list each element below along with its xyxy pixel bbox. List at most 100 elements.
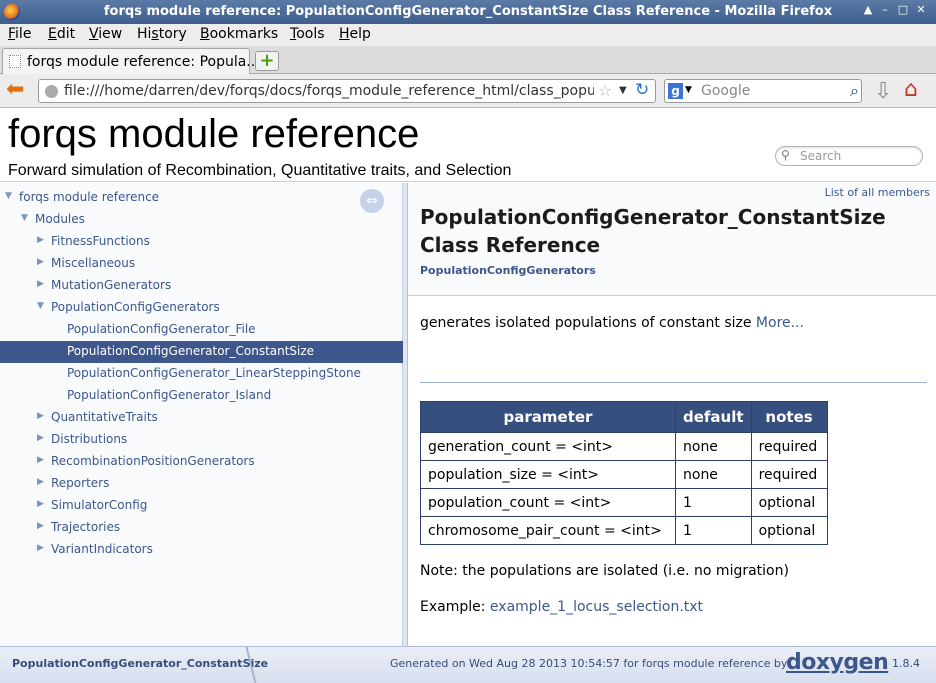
tree-item-label[interactable]: Miscellaneous xyxy=(51,256,136,270)
google-engine-icon[interactable]: g xyxy=(668,83,683,99)
close-icon[interactable]: ✕ xyxy=(916,3,926,16)
tree-item-label[interactable]: PopulationConfigGenerator_LinearStepping… xyxy=(67,366,361,380)
collapsed-arrow-icon[interactable]: ▶ xyxy=(37,521,44,531)
tree-item-label[interactable]: FitnessFunctions xyxy=(51,234,150,248)
tree-item[interactable]: ▼ Modules xyxy=(0,209,403,231)
web-search-box[interactable]: g ▼ Google ⌕ xyxy=(664,79,862,103)
tree-item-label[interactable]: VariantIndicators xyxy=(51,542,153,556)
tree-item[interactable]: ▶ Reporters xyxy=(0,473,403,495)
tree-item-label[interactable]: Distributions xyxy=(51,432,128,446)
menu-bookmarks-label: ookmarks xyxy=(209,26,279,42)
generated-text: Generated on Wed Aug 28 2013 10:54:57 fo… xyxy=(390,657,788,670)
collapsed-arrow-icon[interactable]: ▶ xyxy=(37,477,44,487)
menu-help-key: H xyxy=(339,26,350,42)
collapsed-arrow-icon[interactable]: ▶ xyxy=(37,235,44,245)
nav-splitter[interactable] xyxy=(403,183,408,646)
site-identity-icon[interactable] xyxy=(45,85,58,98)
table-cell: none xyxy=(675,432,752,461)
menu-bookmarks[interactable]: Bookmarks xyxy=(200,26,278,42)
menu-tools-label: ools xyxy=(296,26,325,42)
collapsed-arrow-icon[interactable]: ▶ xyxy=(37,279,44,289)
search-icon[interactable]: ⚲ xyxy=(781,148,790,162)
collapsed-arrow-icon[interactable]: ▶ xyxy=(37,543,44,553)
expanded-arrow-icon[interactable]: ▼ xyxy=(5,191,12,201)
collapsed-arrow-icon[interactable]: ▶ xyxy=(37,433,44,443)
new-tab-button[interactable]: + xyxy=(255,51,279,71)
tree-item-label[interactable]: forqs module reference xyxy=(19,190,160,204)
tree-item[interactable]: ▶ MutationGenerators xyxy=(0,275,403,297)
tree-item[interactable]: PopulationConfigGenerator_ConstantSize xyxy=(0,341,403,363)
minimize-icon[interactable]: – xyxy=(882,3,888,16)
url-text[interactable]: file:///home/darren/dev/forqs/docs/forqs… xyxy=(64,83,594,99)
tab-label: forqs module reference: Popula... xyxy=(27,54,260,70)
table-row: chromosome_pair_count = <int> 1 optional xyxy=(420,516,828,545)
tree-item-label[interactable]: Reporters xyxy=(51,476,110,490)
search-icon[interactable]: ⌕ xyxy=(850,81,859,100)
menu-help[interactable]: Help xyxy=(339,26,371,42)
sync-toggle-icon[interactable]: ⇔ xyxy=(360,189,384,213)
ingroup-link[interactable]: PopulationConfigGenerators xyxy=(420,264,596,277)
menu-edit-label: dit xyxy=(56,26,76,42)
tree-item-label[interactable]: MutationGenerators xyxy=(51,278,172,292)
menu-edit[interactable]: Edit xyxy=(48,26,75,42)
menu-history[interactable]: History xyxy=(137,26,187,42)
tree-item[interactable]: ▶ QuantitativeTraits xyxy=(0,407,403,429)
expanded-arrow-icon[interactable]: ▼ xyxy=(21,213,28,223)
doc-search-field[interactable]: ⚲ Search xyxy=(775,146,923,166)
tree-item-label[interactable]: RecombinationPositionGenerators xyxy=(51,454,255,468)
nav-path-footer: PopulationConfigGenerator_ConstantSize G… xyxy=(0,646,936,683)
tree-item[interactable]: ▶ VariantIndicators xyxy=(0,539,403,561)
navigation-toolbar: ⬅ file:///home/darren/dev/forqs/docs/for… xyxy=(0,74,936,108)
engine-dropdown-icon[interactable]: ▼ xyxy=(685,85,692,95)
list-all-members-link[interactable]: List of all members xyxy=(824,186,930,199)
collapsed-arrow-icon[interactable]: ▶ xyxy=(37,499,44,509)
breadcrumb[interactable]: PopulationConfigGenerator_ConstantSize xyxy=(12,657,269,670)
tree-item[interactable]: ▶ FitnessFunctions xyxy=(0,231,403,253)
collapsed-arrow-icon[interactable]: ▶ xyxy=(37,257,44,267)
tab-active[interactable]: forqs module reference: Popula... xyxy=(2,48,260,74)
bookmark-star-icon[interactable]: ☆ xyxy=(598,81,613,100)
url-dropdown-icon[interactable]: ▼ xyxy=(619,85,627,96)
tree-item[interactable]: ▶ SimulatorConfig xyxy=(0,495,403,517)
tree-item-label[interactable]: PopulationConfigGenerators xyxy=(51,300,220,314)
tree-item[interactable]: ▶ Trajectories xyxy=(0,517,403,539)
tree-item[interactable]: ▶ Distributions xyxy=(0,429,403,451)
tree-item[interactable]: PopulationConfigGenerator_LinearStepping… xyxy=(0,363,403,385)
brief-text: generates isolated populations of consta… xyxy=(420,315,752,331)
tree-item-label[interactable]: Modules xyxy=(35,212,85,226)
tree-item-label[interactable]: SimulatorConfig xyxy=(51,498,148,512)
parameter-table: parameter default notes generation_count… xyxy=(420,401,828,545)
tree-item[interactable]: PopulationConfigGenerator_Island xyxy=(0,385,403,407)
home-icon[interactable]: ⌂ xyxy=(904,77,918,102)
tree-item[interactable]: PopulationConfigGenerator_File xyxy=(0,319,403,341)
tree-item-label[interactable]: PopulationConfigGenerator_Island xyxy=(67,388,272,402)
menu-file[interactable]: File xyxy=(8,26,31,42)
url-bar[interactable]: file:///home/darren/dev/forqs/docs/forqs… xyxy=(38,79,656,103)
tree-item-label[interactable]: PopulationConfigGenerator_File xyxy=(67,322,256,336)
expanded-arrow-icon[interactable]: ▼ xyxy=(37,301,44,311)
more-link[interactable]: More... xyxy=(755,315,804,331)
table-row: generation_count = <int> none required xyxy=(420,432,828,461)
collapsed-arrow-icon[interactable]: ▶ xyxy=(37,411,44,421)
menu-edit-key: E xyxy=(48,26,57,42)
menu-view[interactable]: View xyxy=(89,26,122,42)
example-file-link[interactable]: example_1_locus_selection.txt xyxy=(489,599,704,615)
table-cell: required xyxy=(750,460,828,489)
menu-tools[interactable]: Tools xyxy=(290,26,325,42)
tree-item-label[interactable]: QuantitativeTraits xyxy=(51,410,158,424)
minimize-arrow-icon[interactable]: ▲ xyxy=(863,3,873,16)
download-arrow-icon[interactable]: ⇩ xyxy=(874,79,893,104)
tree-item-label[interactable]: PopulationConfigGenerator_ConstantSize xyxy=(67,344,315,358)
tree-item-label[interactable]: Trajectories xyxy=(51,520,121,534)
doxygen-logo[interactable]: doxygen xyxy=(786,650,889,675)
back-arrow-icon[interactable]: ⬅ xyxy=(6,77,25,102)
reload-icon[interactable]: ↻ xyxy=(635,80,650,100)
tree-item[interactable]: ▶ RecombinationPositionGenerators xyxy=(0,451,403,473)
maximize-icon[interactable]: □ xyxy=(897,3,909,16)
menu-history-key: s xyxy=(151,26,159,42)
tree-item[interactable]: ▼ forqs module reference xyxy=(0,187,403,209)
table-cell: population_size = <int> xyxy=(420,460,676,489)
tree-item[interactable]: ▶ Miscellaneous xyxy=(0,253,403,275)
collapsed-arrow-icon[interactable]: ▶ xyxy=(37,455,44,465)
tree-item[interactable]: ▼ PopulationConfigGenerators xyxy=(0,297,403,319)
